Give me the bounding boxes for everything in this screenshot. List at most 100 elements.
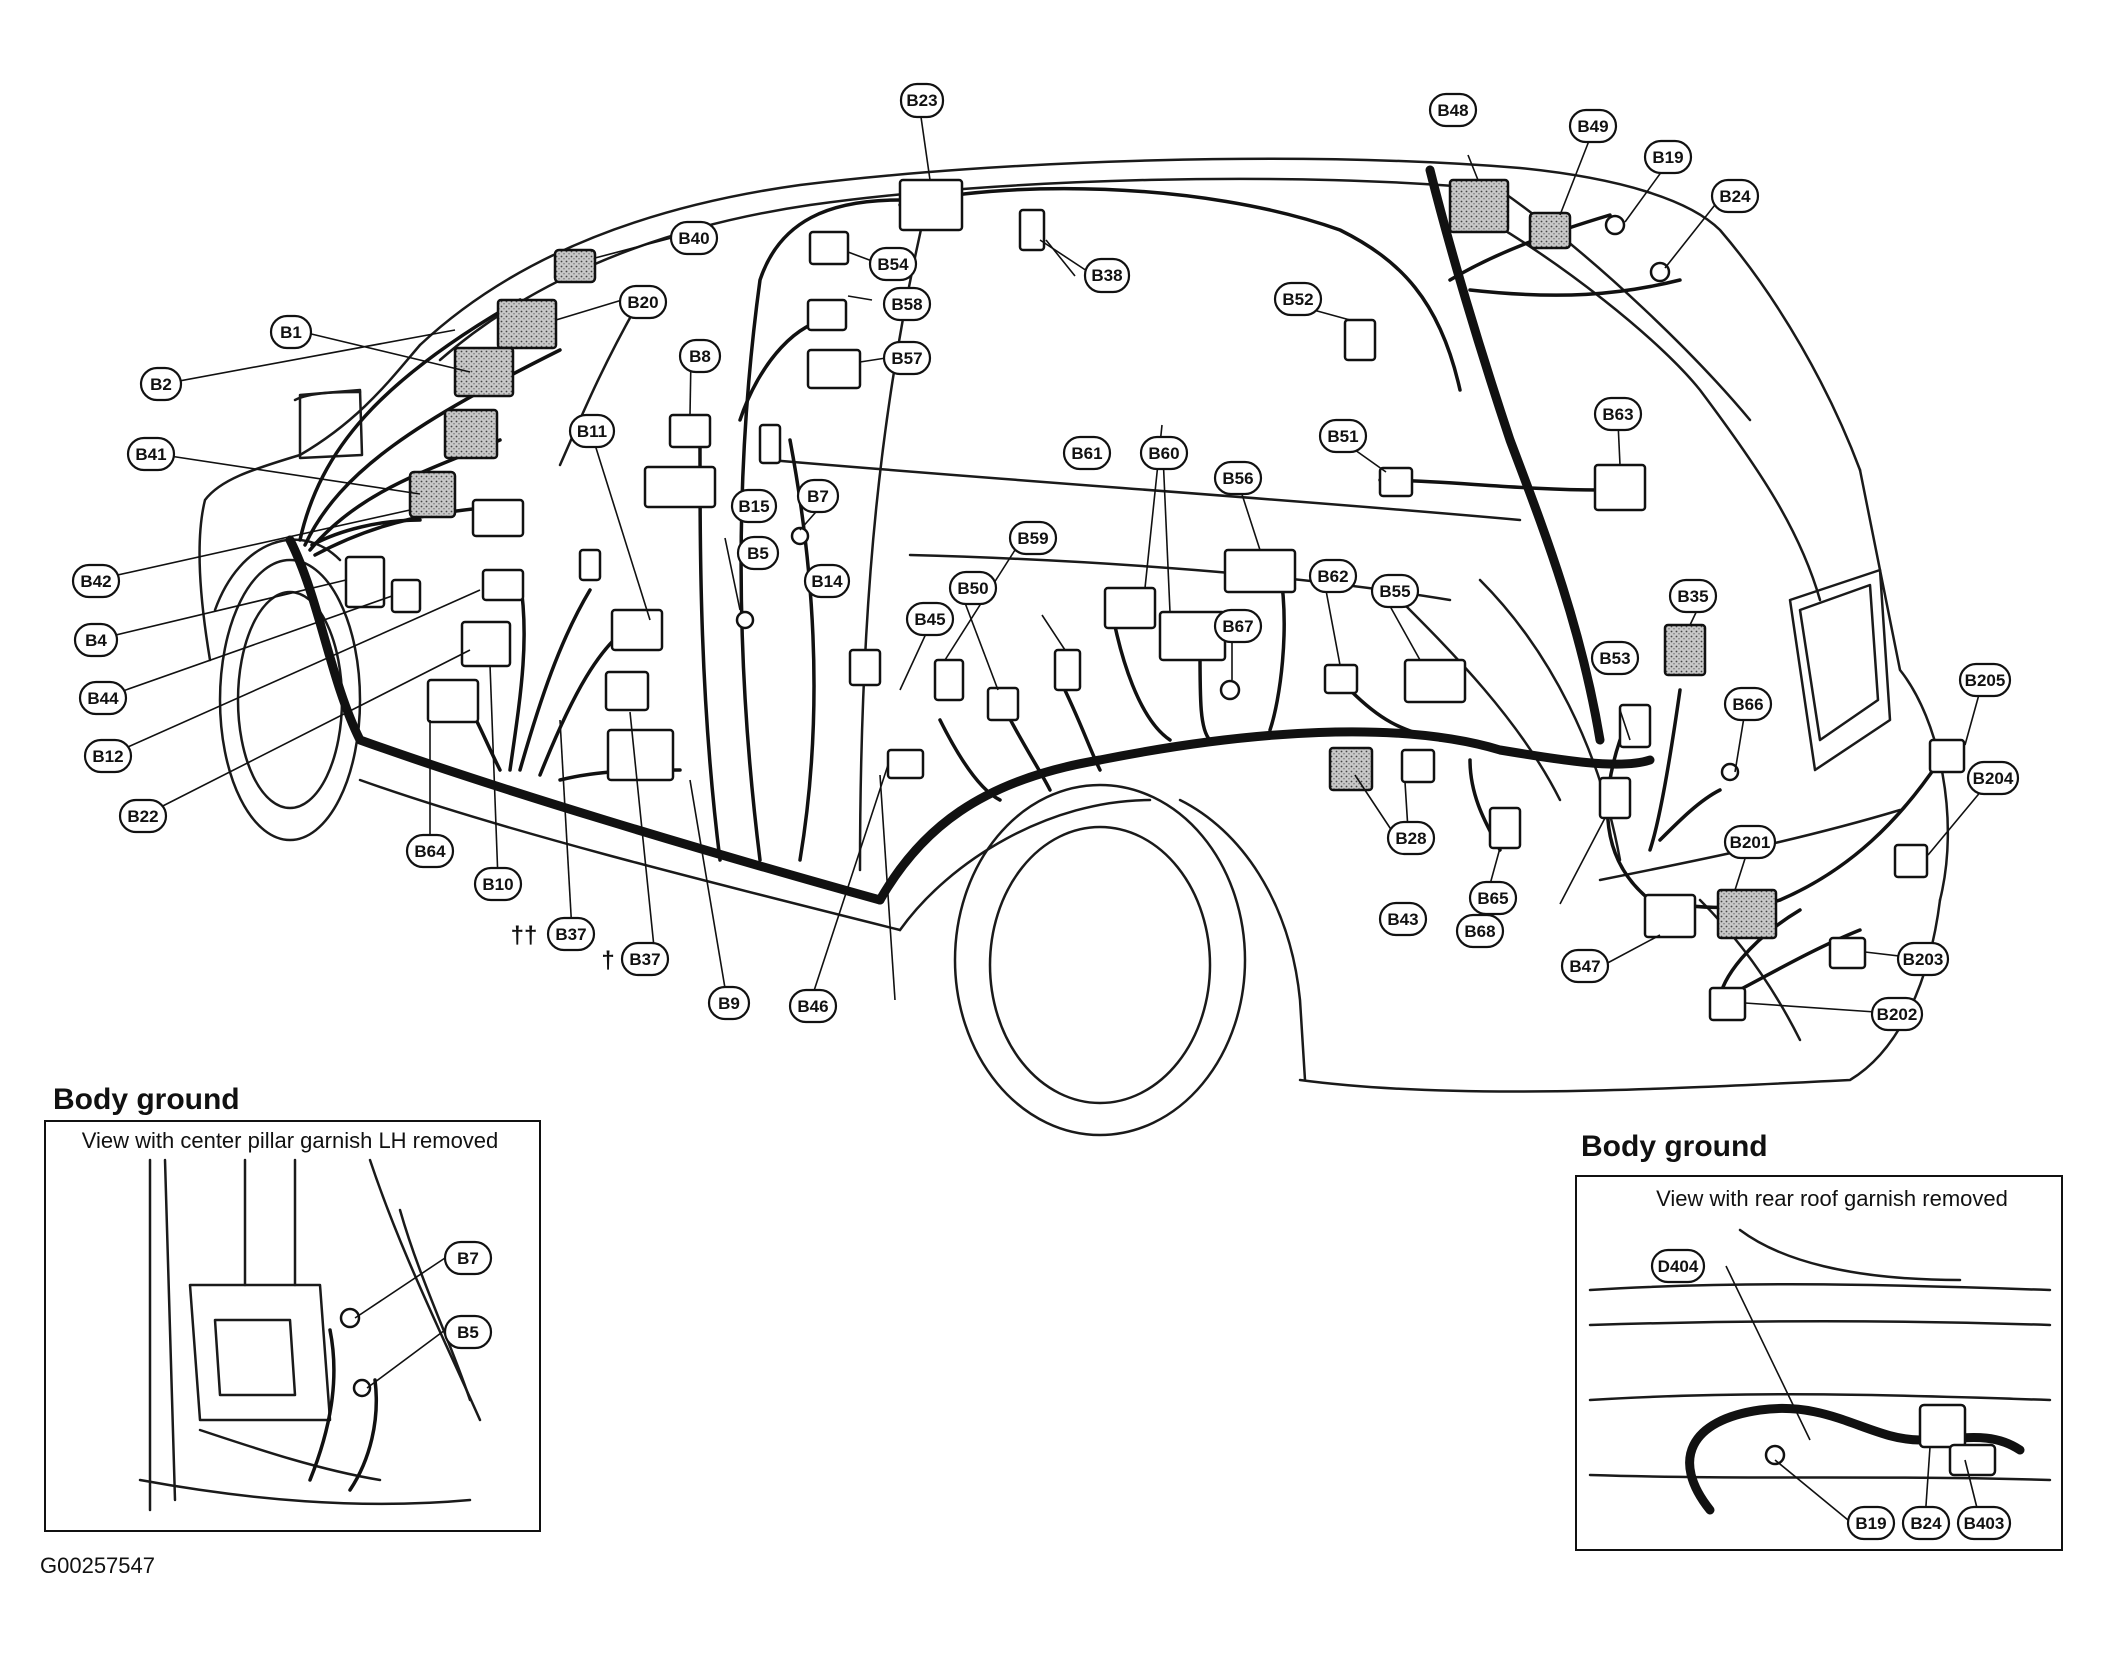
- callout-B15: B15: [730, 488, 778, 524]
- svg-text:B5: B5: [457, 1323, 479, 1342]
- callout-B8: B8: [678, 338, 722, 374]
- svg-text:B50: B50: [957, 579, 988, 598]
- callout-B22: B22: [118, 798, 168, 834]
- svg-text:B48: B48: [1437, 101, 1468, 120]
- callout-B43: B43: [1378, 901, 1428, 937]
- svg-text:B60: B60: [1148, 444, 1179, 463]
- callout-B40: B40: [669, 220, 719, 256]
- inset-left-caption: View with center pillar garnish LH remov…: [82, 1128, 499, 1153]
- callout-B2: B2: [139, 366, 183, 402]
- svg-text:B19: B19: [1855, 1514, 1886, 1533]
- inset-callout-B24: B24: [1901, 1505, 1951, 1541]
- callout-B65: B65: [1468, 880, 1518, 916]
- svg-text:B43: B43: [1387, 910, 1418, 929]
- svg-text:B24: B24: [1910, 1514, 1942, 1533]
- inset-right-title: Body ground: [1581, 1130, 1768, 1163]
- svg-text:B37: B37: [629, 950, 660, 969]
- callout-B54: B54: [868, 246, 918, 282]
- inset-callout-B403: B403: [1956, 1505, 2012, 1541]
- callout-B4: B4: [73, 622, 119, 658]
- svg-text:B41: B41: [135, 445, 166, 464]
- inset-right-caption: View with rear roof garnish removed: [1656, 1186, 2008, 1211]
- svg-text:B8: B8: [689, 347, 711, 366]
- inset-center-pillar: Body ground View with center pillar garn…: [44, 1083, 541, 1532]
- svg-text:B24: B24: [1719, 187, 1751, 206]
- svg-text:B15: B15: [738, 497, 769, 516]
- svg-text:B68: B68: [1464, 922, 1495, 941]
- svg-text:B202: B202: [1877, 1005, 1918, 1024]
- svg-text:B12: B12: [92, 747, 123, 766]
- callout-B61: B61: [1062, 435, 1112, 471]
- svg-text:B67: B67: [1222, 617, 1253, 636]
- svg-text:B205: B205: [1965, 671, 2006, 690]
- callout-B204: B204: [1966, 760, 2020, 796]
- inset-rear-roof: Body ground View with rear roof garnish …: [1575, 1130, 2063, 1551]
- svg-text:B204: B204: [1973, 769, 2014, 788]
- callout-B20: B20: [618, 284, 668, 320]
- svg-text:B23: B23: [906, 91, 937, 110]
- svg-text:B7: B7: [807, 487, 829, 506]
- svg-text:B66: B66: [1732, 695, 1763, 714]
- svg-text:B53: B53: [1599, 649, 1630, 668]
- center-pillar-sketch: [138, 1158, 482, 1512]
- dagger-mark: †: [601, 947, 614, 974]
- callout-B37-dagger: B37: [620, 941, 670, 977]
- connectors: [344, 178, 1966, 1022]
- svg-text:B35: B35: [1677, 587, 1708, 606]
- svg-text:B7: B7: [457, 1249, 479, 1268]
- svg-text:B64: B64: [414, 842, 446, 861]
- inset-callout-B7: B7: [443, 1240, 493, 1276]
- figure-code: G00257547: [40, 1553, 155, 1578]
- svg-text:B22: B22: [127, 807, 158, 826]
- callout-B52: B52: [1273, 281, 1323, 317]
- callout-B11: B11: [568, 413, 616, 449]
- svg-text:B11: B11: [577, 422, 607, 441]
- callout-B53: B53: [1590, 640, 1640, 676]
- svg-text:B5: B5: [747, 544, 769, 563]
- callout-B203: B203: [1896, 941, 1950, 977]
- double-dagger-mark: ††: [511, 922, 538, 949]
- svg-text:B19: B19: [1652, 148, 1683, 167]
- callout-B14: B14: [803, 563, 851, 599]
- callout-B58: B58: [882, 286, 932, 322]
- svg-text:B2: B2: [150, 375, 172, 394]
- svg-text:B54: B54: [877, 255, 909, 274]
- svg-text:B46: B46: [797, 997, 828, 1016]
- callout-B62: B62: [1308, 558, 1358, 594]
- svg-text:B52: B52: [1282, 290, 1313, 309]
- svg-text:B1: B1: [280, 323, 302, 342]
- svg-text:B63: B63: [1602, 405, 1633, 424]
- callout-B47: B47: [1560, 948, 1610, 984]
- callout-B44: B44: [78, 680, 128, 716]
- inset-callout-D404: D404: [1650, 1248, 1706, 1284]
- callout-B24: B24: [1710, 178, 1760, 214]
- svg-text:B56: B56: [1222, 469, 1253, 488]
- svg-text:B201: B201: [1730, 833, 1771, 852]
- svg-text:B28: B28: [1395, 829, 1426, 848]
- inset-callout-B19: B19: [1846, 1505, 1896, 1541]
- svg-text:B59: B59: [1017, 529, 1048, 548]
- callout-B28: B28: [1386, 820, 1436, 856]
- svg-text:B55: B55: [1379, 582, 1410, 601]
- callout-B56: B56: [1213, 460, 1263, 496]
- callout-B35: B35: [1668, 578, 1718, 614]
- svg-text:B403: B403: [1964, 1514, 2005, 1533]
- callout-B23: B23: [899, 82, 945, 119]
- svg-text:B14: B14: [811, 572, 843, 591]
- svg-text:B9: B9: [718, 994, 740, 1013]
- callout-B60: B60: [1139, 435, 1189, 471]
- svg-text:B58: B58: [891, 295, 922, 314]
- callout-B201: B201: [1723, 824, 1777, 860]
- svg-text:B37: B37: [555, 925, 586, 944]
- callout-B37-double-dagger: B37: [546, 916, 596, 952]
- callout-B50: B50: [948, 570, 998, 606]
- svg-text:B203: B203: [1903, 950, 1944, 969]
- callout-B48: B48: [1428, 92, 1478, 128]
- callout-B46: B46: [788, 988, 838, 1024]
- callout-B1: B1: [269, 314, 313, 350]
- callout-B51: B51: [1318, 418, 1368, 454]
- callout-B205: B205: [1958, 662, 2012, 698]
- callout-B19: B19: [1643, 139, 1693, 175]
- svg-text:B38: B38: [1091, 266, 1122, 285]
